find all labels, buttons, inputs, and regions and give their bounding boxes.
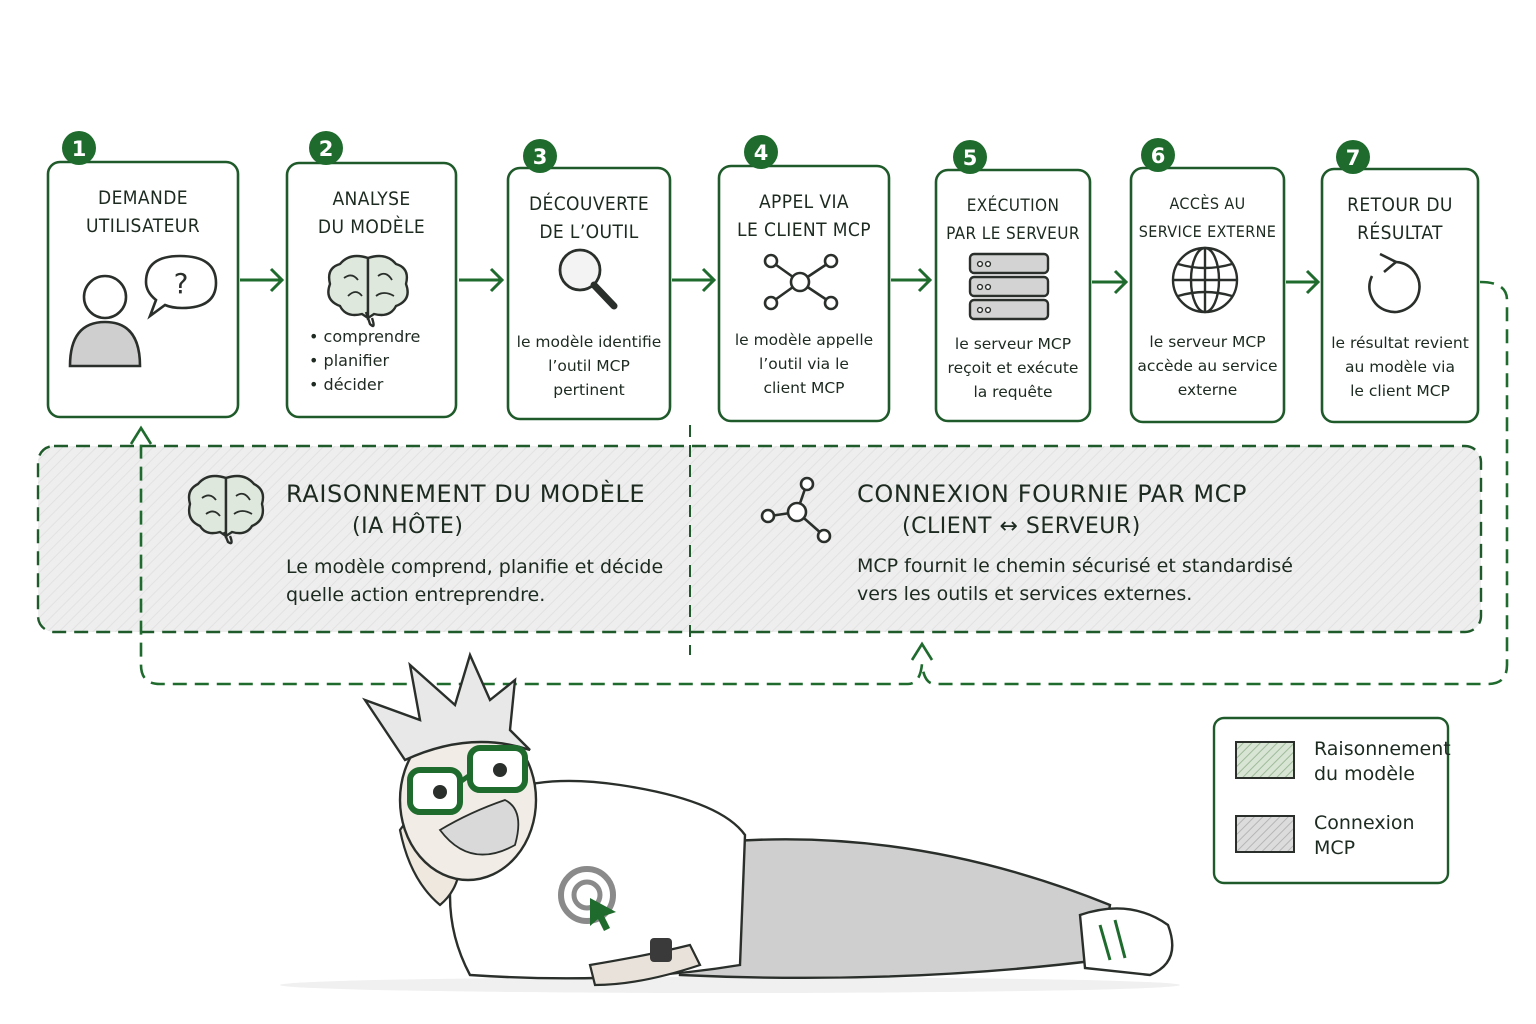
number-badges <box>62 131 1370 174</box>
feedback-loop-path <box>139 280 1509 686</box>
step-bullet-list: comprendre planifier décider <box>309 325 421 397</box>
step-title: DEMANDE UTILISATEUR <box>86 187 200 237</box>
connection-title: CONNEXION FOURNIE PAR MCP <box>857 480 1248 508</box>
step-title: DÉCOUVERTE DE L’OUTIL <box>528 193 650 243</box>
legend-label-reasoning: Raisonnement du modèle <box>1314 738 1451 785</box>
brain-icon <box>327 254 409 328</box>
list-item: comprendre <box>309 325 421 349</box>
step-description: le modèle identifie l’outil MCP pertinen… <box>516 333 662 399</box>
step-frames <box>46 160 1480 424</box>
step-description: le serveur MCP reçoit et exécute la requ… <box>947 335 1079 401</box>
server-icon <box>968 252 1050 321</box>
network-node-icon <box>760 476 832 544</box>
step-number: 6 <box>1151 144 1166 168</box>
step-card-2: ANALYSE DU MODÈLE comprendre planifier d… <box>287 163 456 417</box>
svg-text:?: ? <box>174 267 189 300</box>
step-card-7: RETOUR DU RÉSULTAT le résultat revient a… <box>1322 169 1478 422</box>
step-description: le modèle appelle l’outil via le client … <box>734 331 874 397</box>
step-card-1: DEMANDE UTILISATEUR <box>48 162 238 417</box>
step-number: 1 <box>72 137 87 161</box>
step-title: EXÉCUTION PAR LE SERVEUR <box>946 196 1080 244</box>
step-title: RETOUR DU RÉSULTAT <box>1347 194 1453 244</box>
connection-description: MCP fournit le chemin sécurisé et standa… <box>857 555 1293 605</box>
step-number: 2 <box>319 137 334 161</box>
step-card-3: DÉCOUVERTE DE L’OUTIL le modèle identifi… <box>508 168 670 419</box>
legend-swatch-reasoning <box>1235 741 1295 779</box>
list-item: planifier <box>309 349 420 373</box>
step-description: le résultat revient au modèle via le cli… <box>1331 334 1469 400</box>
step-number: 3 <box>533 145 548 169</box>
step-card-4: APPEL VIA LE CLIENT MCP le modèle appell… <box>719 166 889 421</box>
step-title: ACCÈS AU SERVICE EXTERNE <box>1138 194 1277 241</box>
legend-swatch-connection <box>1235 815 1295 853</box>
globe-icon <box>1171 246 1239 314</box>
step-number: 7 <box>1346 146 1361 170</box>
feedback-arrowhead-step1 <box>129 425 153 445</box>
network-hub-icon <box>763 253 839 311</box>
step-title: ANALYSE DU MODÈLE <box>317 188 426 238</box>
step-number: 5 <box>963 146 978 170</box>
reasoning-description: Le modèle comprend, planifie et décide q… <box>286 556 664 606</box>
mcp-band-background <box>36 444 1483 634</box>
flow-arrows <box>240 267 1321 295</box>
step-title: APPEL VIA LE CLIENT MCP <box>737 191 871 241</box>
return-arrow-icon <box>1368 252 1421 314</box>
step-card-6: ACCÈS AU SERVICE EXTERNE le serveur MCP … <box>1131 168 1284 422</box>
user-question-icon: ? <box>68 254 218 368</box>
step-number: 4 <box>754 141 769 165</box>
magnifier-icon <box>558 248 618 310</box>
list-item: décider <box>309 373 420 397</box>
connection-subtitle: (CLIENT ↔ SERVEUR) <box>902 514 1141 539</box>
step-description: le serveur MCP accède au service externe <box>1137 333 1278 399</box>
reclining-character-illustration <box>280 651 1180 993</box>
reasoning-subtitle: (IA HÔTE) <box>352 514 464 539</box>
legend-label-connection: Connexion MCP <box>1314 812 1415 859</box>
brain-icon <box>187 474 265 545</box>
step-card-5: EXÉCUTION PAR LE SERVEUR le serveur MCP … <box>936 170 1090 421</box>
reasoning-title: RAISONNEMENT DU MODÈLE <box>286 480 646 508</box>
feedback-arrowhead-mcp <box>910 641 934 661</box>
